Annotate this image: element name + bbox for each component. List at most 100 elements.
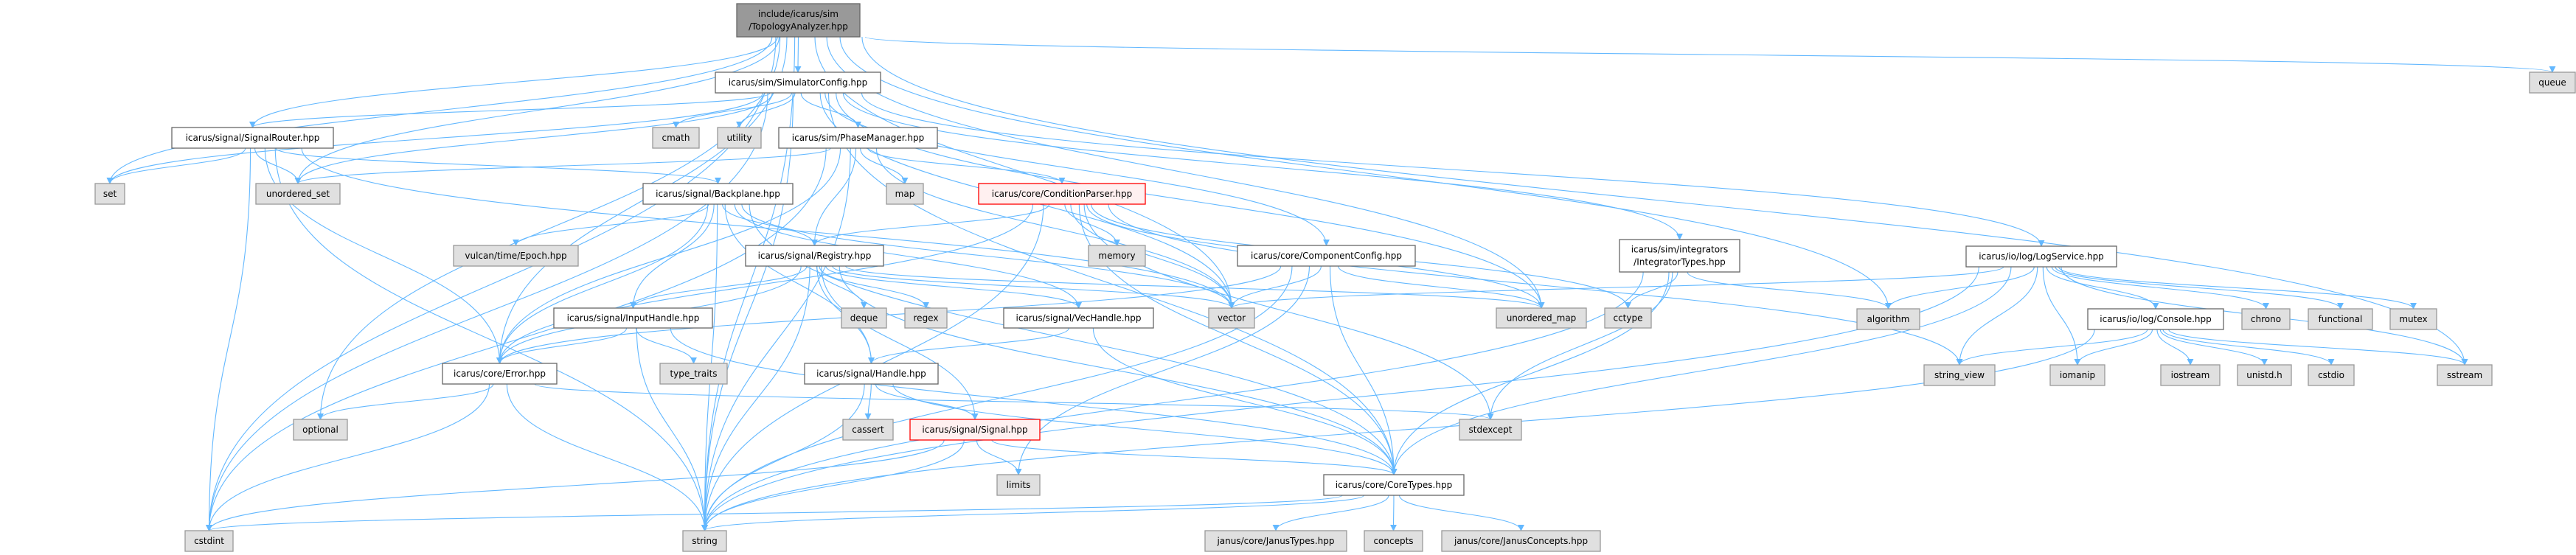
node-string: string bbox=[682, 530, 727, 552]
node-handle[interactable]: icarus/signal/Handle.hpp bbox=[804, 363, 939, 385]
node-iostream: iostream bbox=[2160, 364, 2221, 386]
edge-backplane-to-vechandle bbox=[734, 203, 1082, 309]
node-label: type_traits bbox=[670, 369, 717, 379]
node-label: icarus/io/log/Console.hpp bbox=[2100, 314, 2211, 324]
node-epoch: vulcan/time/Epoch.hpp bbox=[453, 245, 579, 267]
edge-router-to-cstdint bbox=[206, 147, 251, 531]
node-optional: optional bbox=[293, 419, 348, 441]
node-simcfg[interactable]: icarus/sim/SimulatorConfig.hpp bbox=[715, 71, 881, 94]
node-router[interactable]: icarus/signal/SignalRouter.hpp bbox=[171, 127, 334, 149]
node-input[interactable]: icarus/signal/InputHandle.hpp bbox=[553, 307, 713, 329]
node-vechandle[interactable]: icarus/signal/VecHandle.hpp bbox=[1003, 307, 1154, 329]
node-box bbox=[442, 363, 558, 385]
edge-compcfg-to-coretypes bbox=[1330, 265, 1398, 475]
node-error[interactable]: icarus/core/Error.hpp bbox=[442, 363, 558, 385]
edge-logsvc-to-stringview bbox=[1956, 266, 2038, 366]
node-umap: unordered_map bbox=[1496, 307, 1587, 329]
node-label: icarus/sim/integrators bbox=[1631, 245, 1729, 255]
edge-compcfg-to-umap bbox=[1338, 265, 1545, 309]
node-label: include/icarus/sim bbox=[758, 9, 839, 19]
node-functional: functional bbox=[2308, 308, 2373, 330]
edge-simcfg-to-coretypes bbox=[827, 92, 1398, 475]
node-box bbox=[2389, 308, 2437, 330]
node-box bbox=[2087, 308, 2224, 330]
node-box bbox=[886, 183, 924, 205]
edge-integ-to-cctype bbox=[1625, 271, 1678, 309]
node-box bbox=[659, 363, 728, 385]
edge-backplane-to-handle bbox=[724, 203, 875, 364]
node-label: cassert bbox=[852, 425, 884, 435]
node-box bbox=[1003, 307, 1154, 329]
edge-cond-to-error bbox=[496, 203, 1034, 364]
edge-simcfg-to-compcfg bbox=[824, 92, 1330, 246]
node-memory: memory bbox=[1088, 245, 1146, 267]
node-box bbox=[453, 245, 579, 267]
node-label: unordered_set bbox=[266, 189, 330, 199]
edge-phase-to-vector bbox=[875, 147, 1235, 309]
node-cstdio: cstdio bbox=[2308, 364, 2355, 386]
edge-integ-to-algorithm bbox=[1687, 271, 1892, 310]
node-label: icarus/signal/Registry.hpp bbox=[758, 251, 872, 261]
edge-topo-to-sstream bbox=[861, 36, 2468, 366]
node-topo[interactable]: include/icarus/sim/TopologyAnalyzer.hpp bbox=[736, 3, 861, 38]
node-mutex: mutex bbox=[2389, 308, 2437, 330]
node-label: icarus/core/Error.hpp bbox=[454, 369, 546, 379]
edge-phase-to-registry bbox=[811, 147, 857, 246]
node-label: iomanip bbox=[2060, 370, 2095, 380]
node-stdexcept: stdexcept bbox=[1459, 419, 1522, 441]
node-console[interactable]: icarus/io/log/Console.hpp bbox=[2087, 308, 2224, 330]
node-cmath: cmath bbox=[652, 127, 700, 149]
node-signal[interactable]: icarus/signal/Signal.hpp bbox=[909, 419, 1041, 441]
node-label: string bbox=[692, 536, 717, 546]
node-label: icarus/sim/PhaseManager.hpp bbox=[792, 133, 924, 143]
node-integ[interactable]: icarus/sim/integrators/IntegratorTypes.h… bbox=[1619, 239, 1740, 273]
node-label: sstream bbox=[2447, 370, 2482, 380]
node-label: queue bbox=[2538, 77, 2566, 88]
node-box bbox=[1441, 530, 1601, 552]
node-map: map bbox=[886, 183, 924, 205]
node-registry[interactable]: icarus/signal/Registry.hpp bbox=[745, 245, 884, 267]
node-cond[interactable]: icarus/core/ConditionParser.hpp bbox=[978, 183, 1146, 205]
edge-logsvc-to-vector bbox=[1228, 266, 2004, 309]
node-box bbox=[717, 127, 762, 149]
edge-handle-to-cassert bbox=[864, 383, 872, 420]
edge-compcfg-to-limits bbox=[1015, 265, 1310, 475]
node-logsvc[interactable]: icarus/io/log/LogService.hpp bbox=[1965, 245, 2117, 268]
node-regex: regex bbox=[904, 307, 948, 329]
edge-topo-to-set bbox=[106, 36, 773, 184]
edge-logsvc-to-algorithm bbox=[1885, 266, 2035, 310]
edge-phase-to-string bbox=[701, 147, 851, 531]
node-box bbox=[2160, 364, 2221, 386]
edge-input-to-string bbox=[636, 327, 708, 531]
edge-registry-to-deque bbox=[816, 265, 867, 309]
edge-simcfg-to-router bbox=[249, 92, 771, 128]
node-label: memory bbox=[1098, 251, 1135, 261]
edge-backplane-to-input bbox=[630, 203, 715, 309]
node-compcfg[interactable]: icarus/core/ComponentConfig.hpp bbox=[1237, 245, 1416, 267]
node-label: icarus/signal/Backplane.hpp bbox=[656, 189, 780, 199]
node-label: icarus/core/CoreTypes.hpp bbox=[1336, 480, 1452, 490]
edge-cond-to-stdexcept bbox=[1083, 203, 1494, 420]
edge-registry-to-umap bbox=[845, 265, 1545, 309]
node-box bbox=[1364, 530, 1423, 552]
node-box bbox=[909, 419, 1041, 441]
edge-cond-to-stringview bbox=[1108, 203, 1963, 366]
node-sstream: sstream bbox=[2437, 364, 2493, 386]
node-box bbox=[2529, 71, 2576, 94]
node-box bbox=[1604, 307, 1652, 329]
node-label: functional bbox=[2319, 314, 2363, 324]
node-coretypes[interactable]: icarus/core/CoreTypes.hpp bbox=[1323, 474, 1465, 496]
node-label: icarus/signal/Signal.hpp bbox=[922, 425, 1027, 435]
edge-console-to-cstdio bbox=[2162, 329, 2335, 366]
node-label: algorithm bbox=[1867, 314, 1910, 324]
node-label: vulcan/time/Epoch.hpp bbox=[465, 251, 566, 261]
node-box bbox=[553, 307, 713, 329]
edge-coretypes-to-janusconcepts bbox=[1398, 495, 1524, 531]
edge-coretypes-to-cstdint bbox=[206, 495, 1343, 531]
node-phase[interactable]: icarus/sim/PhaseManager.hpp bbox=[778, 127, 938, 149]
node-label: icarus/core/ConditionParser.hpp bbox=[992, 189, 1133, 199]
node-janusconcepts: janus/core/JanusConcepts.hpp bbox=[1441, 530, 1601, 552]
node-label: cstdio bbox=[2318, 370, 2344, 380]
node-backplane[interactable]: icarus/signal/Backplane.hpp bbox=[642, 183, 794, 205]
